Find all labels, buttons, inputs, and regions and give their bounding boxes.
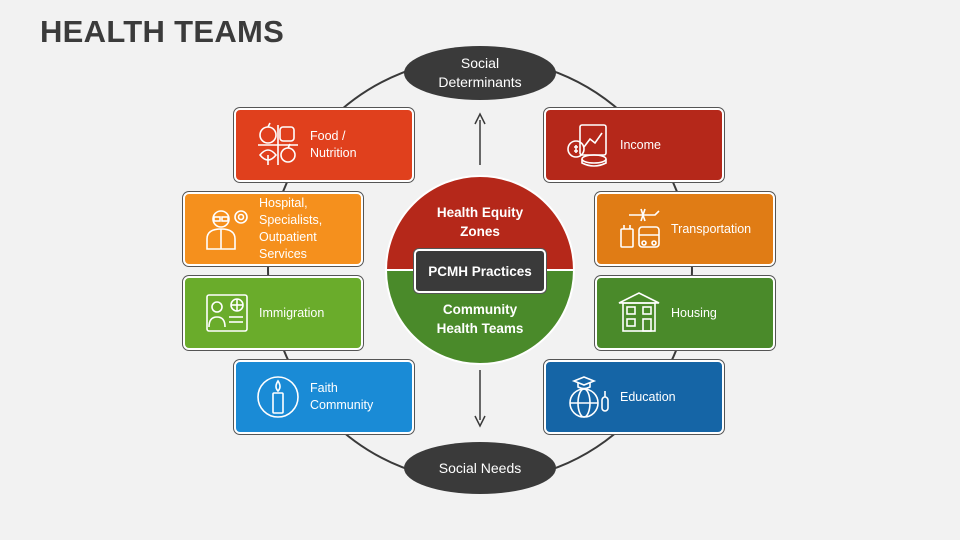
social-needs-oval: Social Needs (404, 442, 556, 494)
housing-label: Housing (671, 305, 717, 320)
hospital-services-box: Hospital, Specialists, Outpatient Servic… (183, 192, 363, 266)
immigration-box: Immigration (183, 276, 363, 350)
faith-community-box: Faith Community (234, 360, 414, 434)
doctor-icon (206, 210, 248, 250)
income-label: Income (620, 137, 661, 152)
education-globe-icon (569, 376, 609, 418)
center-circle-bottom (386, 270, 574, 364)
arrow-up-head (474, 112, 486, 125)
social-needs-label: Social Needs (438, 459, 522, 476)
education-label: Education (620, 389, 676, 404)
food-nutrition-icon (258, 122, 298, 165)
hospital-services-label: Hospital, Specialists, Outpatient Servic… (259, 196, 323, 261)
candle-icon (257, 376, 299, 418)
immigration-label: Immigration (259, 305, 325, 320)
faith-community-label: Faith Community (310, 381, 374, 412)
transportation-label: Transportation (671, 221, 752, 236)
income-icon (567, 124, 607, 167)
pcmh-practices-badge: PCMH Practices (414, 249, 546, 293)
page-title: HEALTH TEAMS (40, 14, 285, 49)
food-nutrition-label: Food / Nutrition (310, 129, 357, 160)
food-nutrition-box: Food / Nutrition (234, 108, 414, 182)
transportation-box: Transportation (595, 192, 775, 266)
health-equity-zones-label: Health Equity Zones (436, 205, 524, 239)
immigration-icon (206, 294, 248, 332)
social-determinants-label: Social Determinants (438, 55, 522, 90)
arrow-down-head (474, 415, 486, 428)
social-determinants-oval: Social Determinants (404, 46, 556, 100)
income-box: Income (544, 108, 724, 182)
transportation-icon (620, 208, 660, 248)
center-circle-top (386, 176, 574, 270)
house-icon (618, 292, 660, 332)
education-box: Education (544, 360, 724, 434)
housing-box: Housing (595, 276, 775, 350)
community-health-teams-label: Community Health Teams (436, 302, 524, 336)
